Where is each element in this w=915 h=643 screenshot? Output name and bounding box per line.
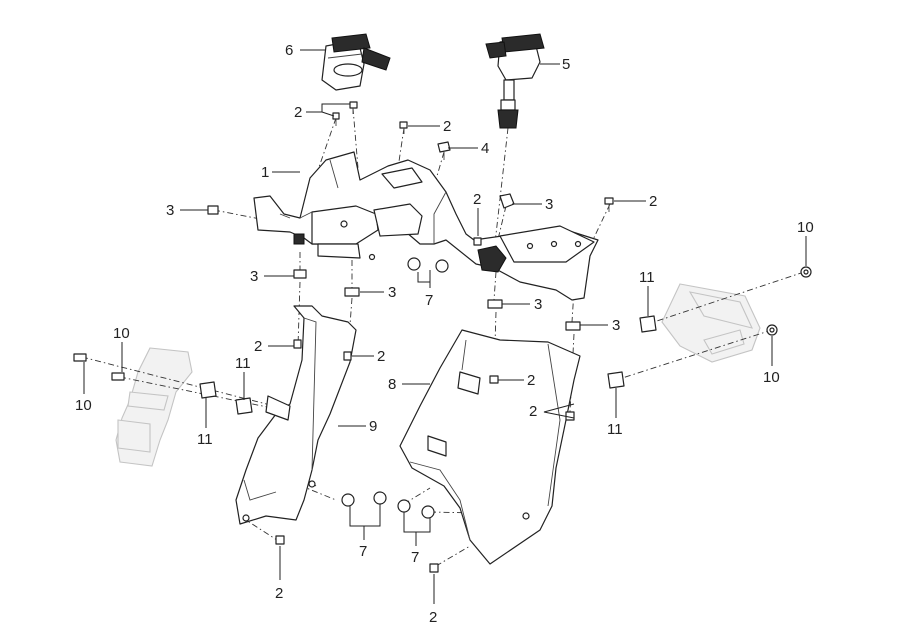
screw-2 [275,535,285,545]
washer-10 [800,266,812,278]
callout-11: 11 [197,431,213,448]
rivet-7 [407,257,449,273]
clip-3 [293,269,307,279]
leader-lines [83,49,807,604]
screw-2 [473,237,482,246]
part-9-left-panel [235,305,357,525]
clip-3 [487,299,503,309]
callout-2: 2 [275,585,283,602]
callout-3: 3 [534,296,542,313]
part-1-main-bracket [253,151,599,301]
callout-2: 2 [473,191,481,208]
callout-3: 3 [250,268,258,285]
callout-10: 10 [113,325,130,342]
callout-7: 7 [425,292,433,309]
rivet-7 [341,491,387,507]
callout-2: 2 [377,348,385,365]
rivet-7 [397,499,435,519]
screw-2 [293,339,302,349]
screw-2 [604,197,614,212]
callout-2: 2 [649,193,657,210]
bolt-10 [111,372,125,381]
callout-7: 7 [359,543,367,560]
callout-2: 2 [443,118,451,135]
clip-nut-11 [199,381,217,399]
bolt-4 [437,141,451,160]
callout-2: 2 [429,609,437,626]
callout-10: 10 [763,369,780,386]
callout-3: 3 [388,284,396,301]
callout-2: 2 [294,104,302,121]
screw-2 [565,411,575,421]
clip-nut-11 [235,397,253,415]
callout-3: 3 [545,196,553,213]
screw-2 [343,351,352,361]
part-8-right-panel [399,329,581,565]
callout-9: 9 [369,418,377,435]
callout-11: 11 [607,421,623,438]
callout-8: 8 [388,376,396,393]
clip-3 [207,205,219,215]
screw-2 [489,375,499,384]
callout-4: 4 [481,140,489,157]
callout-10: 10 [75,397,92,414]
callout-labels: 6 5 2 2 4 1 3 2 3 2 10 3 3 7 3 11 3 10 2… [75,42,814,626]
callout-2: 2 [529,403,537,420]
callout-2: 2 [254,338,262,355]
callout-10: 10 [797,219,814,236]
callout-2: 2 [527,372,535,389]
callout-3: 3 [612,317,620,334]
nut-3 [499,193,515,209]
clip-3 [565,321,581,331]
callout-5: 5 [562,56,570,73]
washer-10 [766,324,778,336]
screw-2 [332,112,340,126]
part-6-switch [321,33,391,91]
callout-1: 1 [261,164,269,181]
bolt-10 [73,353,87,362]
callout-7: 7 [411,549,419,566]
callout-6: 6 [285,42,293,59]
callout-11: 11 [639,269,655,286]
callout-3: 3 [166,202,174,219]
fasteners [73,101,812,573]
clip-nut-11 [607,371,625,389]
screw-2 [399,121,408,134]
right-ghost-control-unit [661,283,761,363]
part-5-switch [485,33,545,129]
clip-nut-11 [639,315,657,333]
screw-2 [429,563,439,573]
callout-11: 11 [235,355,251,372]
screw-2 [349,101,358,114]
left-ghost-bracket [115,347,193,467]
clip-3 [344,287,360,297]
